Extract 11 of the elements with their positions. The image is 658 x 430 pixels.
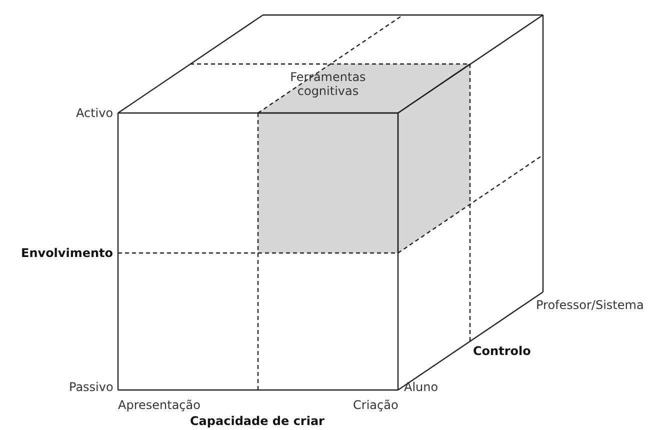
cube-label: Ferramentas cognitivas (289, 70, 367, 98)
axis-label: Criação (353, 398, 398, 412)
axis-title: Capacidade de criar (190, 414, 324, 428)
axis-label: Passivo (69, 380, 114, 394)
axis-label: Aluno (404, 380, 438, 394)
axis-label: Activo (76, 106, 114, 120)
axis-title: Envolvimento (21, 246, 114, 260)
axis-title: Controlo (473, 344, 531, 358)
axis-label: Apresentação (118, 398, 200, 412)
shaded-cube (256, 62, 472, 255)
axis-label: Professor/Sistema (536, 298, 644, 312)
